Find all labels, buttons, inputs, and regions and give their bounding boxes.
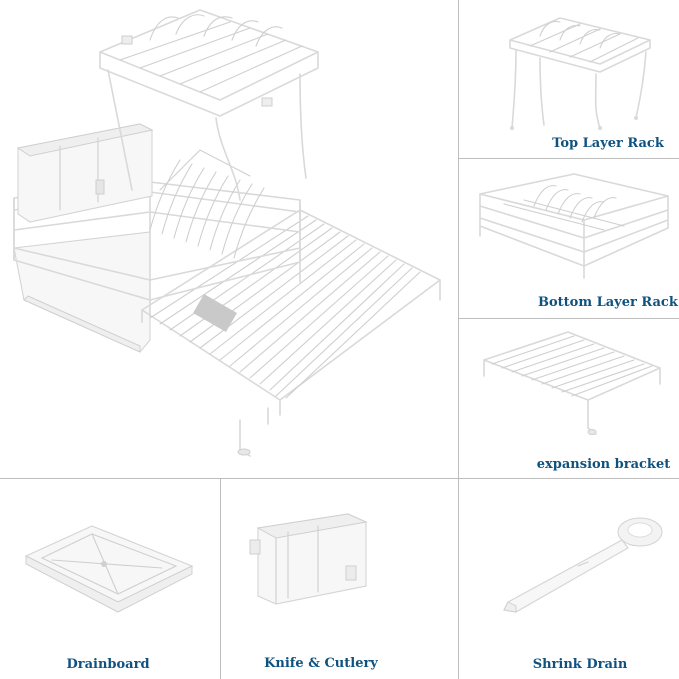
assembled-dish-rack-image	[13, 9, 441, 457]
caption-expansion-bracket: expansion bracket	[536, 457, 671, 472]
knife-cutlery-holder-image	[249, 513, 368, 605]
caption-bottom-layer-rack: Bottom Layer Rack	[538, 295, 678, 310]
shrink-drain-image	[503, 517, 663, 613]
divider-vertical-main	[458, 0, 459, 679]
divider-bottom-row	[0, 478, 679, 479]
caption-top-layer-rack: Top Layer Rack	[552, 136, 664, 151]
caption-drainboard: Drainboard	[66, 657, 150, 672]
bottom-layer-rack-image	[479, 173, 669, 279]
divider-right-1	[458, 158, 679, 159]
caption-knife-cutlery: Knife & Cutlery	[264, 656, 378, 671]
divider-bottom-1	[220, 478, 221, 679]
divider-right-2	[458, 318, 679, 319]
top-layer-rack-image	[509, 17, 651, 130]
drainboard-image	[24, 525, 194, 613]
expansion-bracket-image	[483, 331, 661, 435]
caption-shrink-drain: Shrink Drain	[532, 657, 628, 672]
